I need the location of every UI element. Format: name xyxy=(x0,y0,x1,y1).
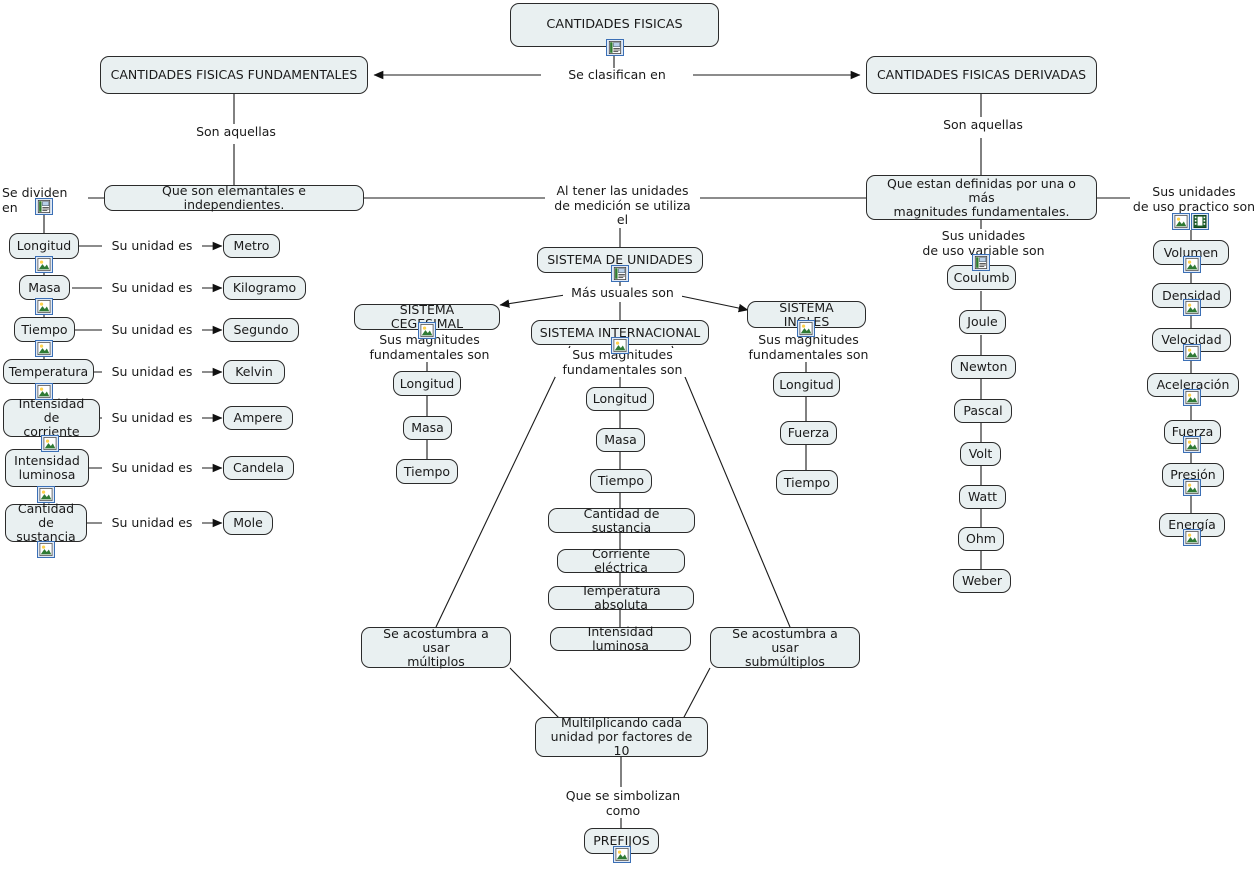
node-magnitud-tiempo[interactable]: Tiempo xyxy=(14,317,75,342)
node-uso-variable-weber[interactable]: Weber xyxy=(953,569,1011,593)
label-que-se-simbolizan-como: Que se simbolizan como xyxy=(546,788,700,818)
picture-icon[interactable] xyxy=(797,320,815,337)
node-cantidades-fisicas-fundamentales[interactable]: CANTIDADES FISICAS FUNDAMENTALES xyxy=(100,56,368,94)
node-cegesimal-longitud[interactable]: Longitud xyxy=(393,371,461,396)
node-uso-variable-watt[interactable]: Watt xyxy=(959,485,1006,509)
picture-icon[interactable] xyxy=(35,298,53,315)
label-se-clasifican-en: Se clasifican en xyxy=(541,67,693,83)
film-strip-icon[interactable] xyxy=(1191,213,1209,230)
node-cegesimal-masa[interactable]: Masa xyxy=(403,416,452,440)
node-uso-variable-pascal[interactable]: Pascal xyxy=(954,399,1012,423)
picture-icon[interactable] xyxy=(35,256,53,273)
node-magnitud-longitud[interactable]: Longitud xyxy=(9,233,79,259)
node-multiplicando[interactable]: Multilplicando cada unidad por factores … xyxy=(535,716,708,758)
node-magnitud-cantidad-sustancia[interactable]: Cantidad de sustancia xyxy=(5,502,87,544)
label-su-unidad-es-sustancia: Su unidad es xyxy=(102,515,202,531)
node-unidad-metro[interactable]: Metro xyxy=(223,234,280,258)
node-que-son-elementales[interactable]: Que son elemantales e independientes. xyxy=(104,184,364,212)
picture-icon[interactable] xyxy=(37,486,55,503)
label-su-unidad-es-masa: Su unidad es xyxy=(102,280,202,296)
uso-practico-icon-pair[interactable] xyxy=(1172,213,1209,230)
node-unidad-segundo[interactable]: Segundo xyxy=(223,318,299,342)
node-uso-variable-volt[interactable]: Volt xyxy=(960,442,1001,466)
label-al-tener-las-unidades: Al tener las unidades de medición se uti… xyxy=(545,183,700,228)
picture-icon[interactable] xyxy=(1183,389,1201,406)
node-ingles-longitud[interactable]: Longitud xyxy=(773,372,840,397)
node-multiplos[interactable]: Se acostumbra a usar múltiplos xyxy=(361,626,511,668)
node-si-tiempo[interactable]: Tiempo xyxy=(590,469,652,493)
node-ingles-tiempo[interactable]: Tiempo xyxy=(776,470,838,495)
node-uso-variable-ohm[interactable]: Ohm xyxy=(958,527,1004,551)
label-su-unidad-es-luminosa: Su unidad es xyxy=(102,460,202,476)
picture-icon[interactable] xyxy=(1183,256,1201,273)
picture-icon[interactable] xyxy=(1183,436,1201,453)
picture-icon[interactable] xyxy=(35,340,53,357)
node-uso-variable-newton[interactable]: Newton xyxy=(951,355,1016,379)
node-uso-practico-presion[interactable]: Presión xyxy=(1162,463,1224,487)
picture-icon[interactable] xyxy=(1172,213,1190,230)
node-cegesimal-tiempo[interactable]: Tiempo xyxy=(396,459,458,484)
node-uso-practico-velocidad[interactable]: Velocidad xyxy=(1152,328,1231,352)
node-submultiplos[interactable]: Se acostumbra a usar submúltiplos xyxy=(710,626,860,668)
node-prefijos[interactable]: PREFIJOS xyxy=(584,828,659,854)
picture-icon[interactable] xyxy=(613,846,631,863)
document-list-icon[interactable] xyxy=(972,254,990,271)
label-sus-magnitudes-ingles: Sus magnitudes fundamentales son xyxy=(741,332,876,362)
node-si-cantidad-sustancia[interactable]: Cantidad de sustancia xyxy=(548,506,695,534)
node-magnitud-masa[interactable]: Masa xyxy=(19,275,70,300)
document-list-icon[interactable] xyxy=(35,198,53,215)
picture-icon[interactable] xyxy=(1183,479,1201,496)
node-magnitud-intensidad-luminosa[interactable]: Intensidad luminosa xyxy=(5,449,89,487)
node-si-masa[interactable]: Masa xyxy=(596,428,645,452)
label-son-aquellas-derecha: Son aquellas xyxy=(922,117,1044,133)
label-uso-practico: Sus unidades de uso practico son xyxy=(1130,184,1254,214)
picture-icon[interactable] xyxy=(418,322,436,339)
picture-icon[interactable] xyxy=(1183,299,1201,316)
label-son-aquellas-izquierda: Son aquellas xyxy=(175,124,297,140)
node-si-corriente-electrica[interactable]: Corriente eléctrica xyxy=(557,547,685,575)
node-unidad-ampere[interactable]: Ampere xyxy=(223,406,293,430)
picture-icon[interactable] xyxy=(35,383,53,400)
node-uso-variable-joule[interactable]: Joule xyxy=(959,310,1006,334)
label-mas-usuales-son: Más usuales son xyxy=(563,285,682,301)
node-unidad-mole[interactable]: Mole xyxy=(223,511,273,535)
document-list-icon[interactable] xyxy=(606,39,624,56)
document-list-icon[interactable] xyxy=(611,265,629,282)
node-ingles-fuerza[interactable]: Fuerza xyxy=(780,421,837,445)
picture-icon[interactable] xyxy=(1183,344,1201,361)
label-su-unidad-es-corriente: Su unidad es xyxy=(102,410,202,426)
picture-icon[interactable] xyxy=(41,435,59,452)
node-unidad-kelvin[interactable]: Kelvin xyxy=(223,360,285,384)
picture-icon[interactable] xyxy=(611,337,629,354)
node-cantidades-fisicas-derivadas[interactable]: CANTIDADES FISICAS DERIVADAS xyxy=(866,56,1097,94)
node-si-intensidad-luminosa[interactable]: Intensidad luminosa xyxy=(550,625,691,653)
node-si-temperatura-absoluta[interactable]: Temperatura absoluta xyxy=(548,584,694,612)
node-magnitud-temperatura[interactable]: Temperatura xyxy=(3,359,94,384)
label-su-unidad-es-longitud: Su unidad es xyxy=(102,238,202,254)
label-su-unidad-es-tiempo: Su unidad es xyxy=(102,322,202,338)
node-sistema-de-unidades[interactable]: SISTEMA DE UNIDADES xyxy=(537,247,703,273)
picture-icon[interactable] xyxy=(1183,529,1201,546)
node-que-estan-definidas[interactable]: Que estan definidas por una o más magnit… xyxy=(866,175,1097,220)
picture-icon[interactable] xyxy=(37,541,55,558)
node-si-longitud[interactable]: Longitud xyxy=(586,387,654,411)
node-unidad-candela[interactable]: Candela xyxy=(223,456,294,480)
node-magnitud-intensidad-corriente[interactable]: Intensidad de corriente xyxy=(3,397,100,439)
label-sus-magnitudes-internacional: Sus magnitudes fundamentales son xyxy=(555,347,690,377)
node-unidad-kilogramo[interactable]: Kilogramo xyxy=(223,276,306,300)
label-su-unidad-es-temperatura: Su unidad es xyxy=(102,364,202,380)
